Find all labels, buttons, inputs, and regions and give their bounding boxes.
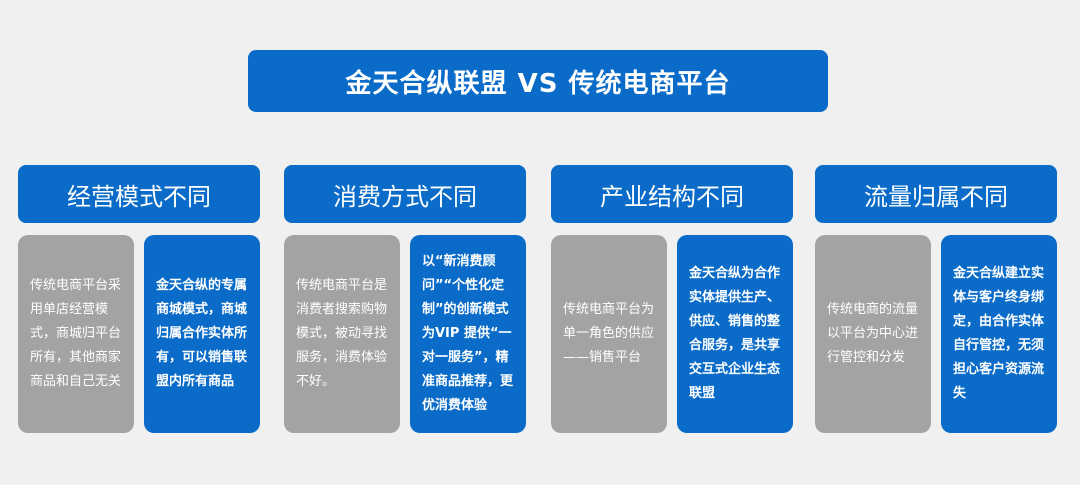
header-business-model: 经营模式不同 (18, 165, 260, 223)
header-industry-structure: 产业结构不同 (551, 165, 793, 223)
card-text: 传统电商平台是消费者搜索购物模式，被动寻找服务，消费体验不好。 (296, 278, 388, 389)
card-text: 金天合纵的专属商城模式，商城归属合作实体所有，可以销售联盟内所有商品 (156, 278, 248, 389)
card-traditional-industry-structure: 传统电商平台为单一角色的供应——销售平台 (551, 235, 667, 433)
card-text: 传统电商的流量以平台为中心进行管控和分发 (827, 302, 919, 365)
card-jintian-consumption-mode: 以“新消费顾问”“个性化定制”的创新模式为VIP 提供“一对一服务”，精准商品推… (410, 235, 526, 433)
card-traditional-traffic-ownership: 传统电商的流量以平台为中心进行管控和分发 (815, 235, 931, 433)
card-text: 金天合纵为合作实体提供生产、供应、销售的整合服务，是共享交互式企业生态联盟 (689, 266, 781, 401)
card-jintian-industry-structure: 金天合纵为合作实体提供生产、供应、销售的整合服务，是共享交互式企业生态联盟 (677, 235, 793, 433)
card-traditional-business-model: 传统电商平台采用单店经营模式，商城归平台所有，其他商家商品和自己无关 (18, 235, 134, 433)
card-text: 金天合纵建立实体与客户终身绑定，由合作实体自行管控，无须担心客户资源流失 (953, 266, 1045, 401)
header-consumption-mode: 消费方式不同 (284, 165, 526, 223)
page-title: 金天合纵联盟 VS 传统电商平台 (248, 50, 828, 112)
card-traditional-consumption-mode: 传统电商平台是消费者搜索购物模式，被动寻找服务，消费体验不好。 (284, 235, 400, 433)
card-jintian-traffic-ownership: 金天合纵建立实体与客户终身绑定，由合作实体自行管控，无须担心客户资源流失 (941, 235, 1057, 433)
card-text: 传统电商平台采用单店经营模式，商城归平台所有，其他商家商品和自己无关 (30, 278, 122, 389)
card-text: 以“新消费顾问”“个性化定制”的创新模式为VIP 提供“一对一服务”，精准商品推… (422, 254, 514, 413)
header-traffic-ownership: 流量归属不同 (815, 165, 1057, 223)
card-jintian-business-model: 金天合纵的专属商城模式，商城归属合作实体所有，可以销售联盟内所有商品 (144, 235, 260, 433)
card-text: 传统电商平台为单一角色的供应——销售平台 (563, 302, 655, 365)
